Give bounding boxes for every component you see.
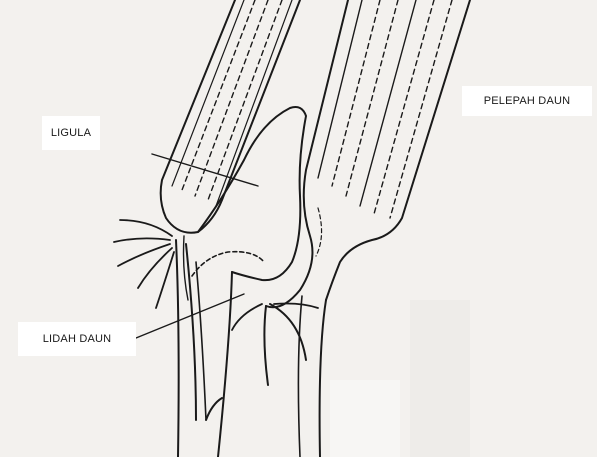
ligula-label: LIGULA (42, 116, 100, 150)
pelepah-daun-label: PELEPAH DAUN (462, 86, 592, 116)
lidah-daun-label-text: LIDAH DAUN (43, 333, 112, 345)
pelepah-daun-label-text: PELEPAH DAUN (484, 95, 571, 107)
ligula-label-text: LIGULA (51, 127, 91, 139)
lidah-daun-label: LIDAH DAUN (18, 322, 136, 356)
